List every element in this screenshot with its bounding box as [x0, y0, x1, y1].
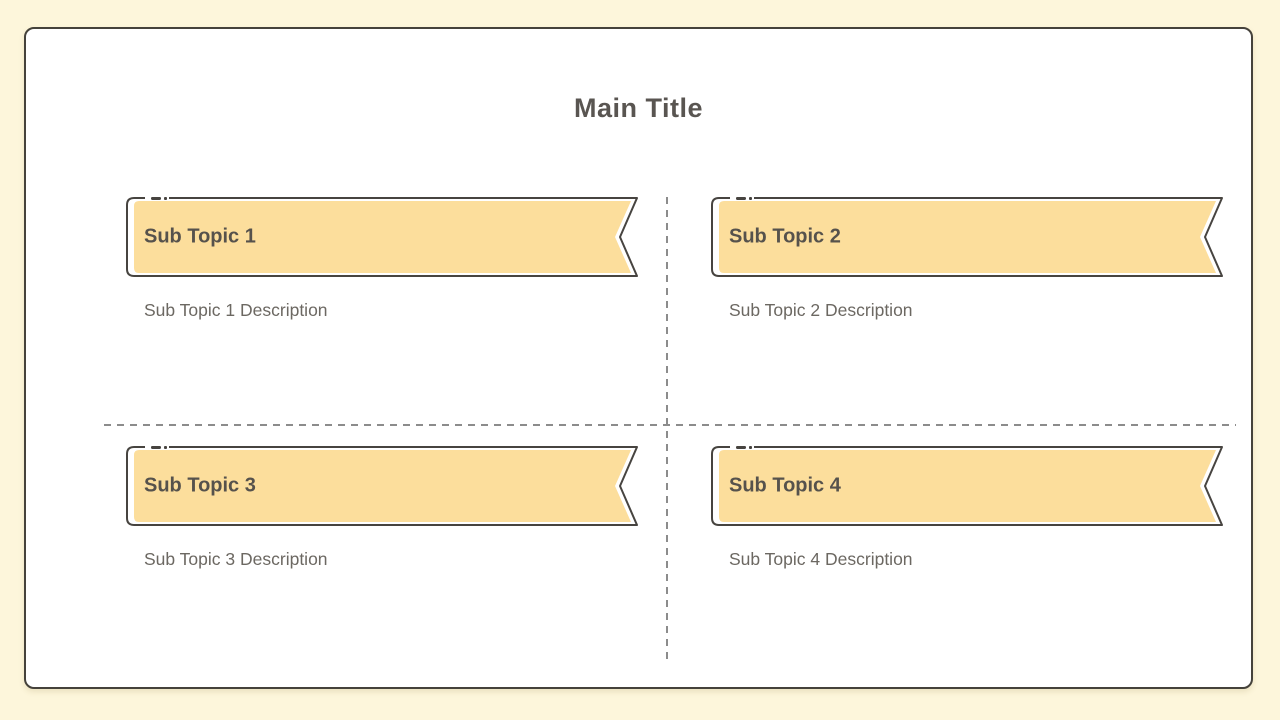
sketch-dot — [749, 446, 752, 449]
subtopic-4-ribbon: Sub Topic 4 — [711, 446, 1224, 526]
sketch-dot — [749, 197, 752, 200]
sketch-dash — [151, 197, 161, 200]
ribbon-banner-shape — [126, 446, 638, 526]
horizontal-divider-line — [104, 424, 1236, 426]
ribbon-fill — [719, 201, 1216, 273]
quadrant-3: Sub Topic 3 Sub Topic 3 Description — [126, 446, 639, 571]
quadrant-4: Sub Topic 4 Sub Topic 4 Description — [711, 446, 1224, 571]
ribbon-fill — [134, 450, 631, 522]
subtopic-title: Sub Topic 4 — [729, 474, 841, 497]
sketch-dot — [164, 446, 167, 449]
subtopic-description: Sub Topic 3 Description — [144, 549, 328, 569]
ribbon-banner-shape — [711, 197, 1223, 277]
ribbon-outline — [126, 197, 638, 277]
quadrant-1: Sub Topic 1 Sub Topic 1 Description — [126, 197, 639, 322]
sketch-dot — [164, 197, 167, 200]
subtopic-1-ribbon: Sub Topic 1 — [126, 197, 639, 277]
sketch-dash — [736, 446, 746, 449]
ribbon-outline — [126, 446, 638, 526]
subtopic-3-ribbon: Sub Topic 3 — [126, 446, 639, 526]
quadrant-2: Sub Topic 2 Sub Topic 2 Description — [711, 197, 1224, 322]
ribbon-outline — [711, 197, 1223, 277]
subtopic-description: Sub Topic 4 Description — [729, 549, 913, 569]
ribbon-banner-shape — [126, 197, 638, 277]
vertical-divider-line — [666, 197, 668, 661]
ribbon-banner-shape — [711, 446, 1223, 526]
subtopic-title: Sub Topic 3 — [144, 474, 256, 497]
subtopic-2-ribbon: Sub Topic 2 — [711, 197, 1224, 277]
ribbon-fill — [719, 450, 1216, 522]
subtopic-title: Sub Topic 1 — [144, 225, 256, 248]
sketch-dash — [736, 197, 746, 200]
subtopic-description: Sub Topic 2 Description — [729, 300, 913, 320]
ribbon-outline — [711, 446, 1223, 526]
sketch-dash — [151, 446, 161, 449]
main-card: Main Title Sub Topic 1 Sub Topic 1 Descr… — [24, 27, 1253, 689]
subtopic-title: Sub Topic 2 — [729, 225, 841, 248]
page-title: Main Title — [573, 93, 704, 123]
subtopic-description: Sub Topic 1 Description — [144, 300, 328, 320]
ribbon-fill — [134, 201, 631, 273]
